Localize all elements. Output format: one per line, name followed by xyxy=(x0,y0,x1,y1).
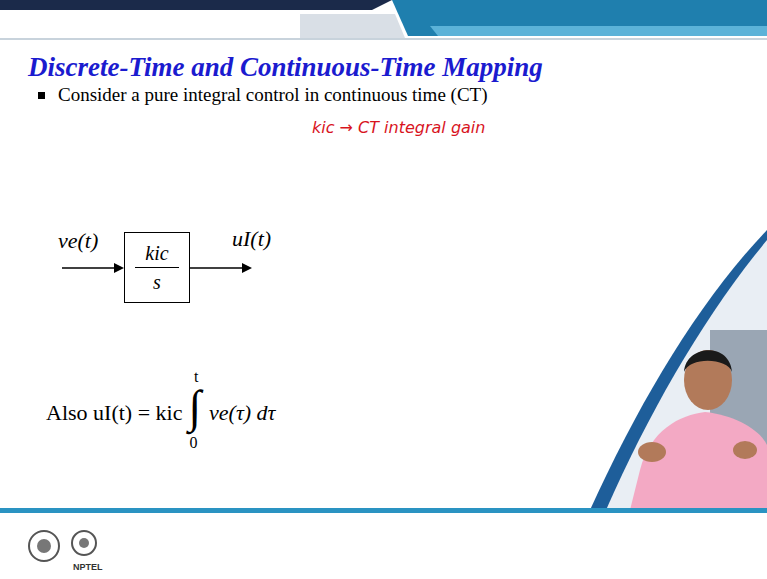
bullet-text: Consider a pure integral control in cont… xyxy=(58,84,488,106)
signal-name: ve(t) xyxy=(58,228,98,254)
presenter-hand xyxy=(638,442,666,462)
box-text: kic xyxy=(145,242,168,264)
header-light-band xyxy=(430,26,767,36)
institute-logo xyxy=(37,539,51,553)
presenter-hair xyxy=(684,350,732,372)
header-blue-band xyxy=(392,0,767,36)
integral-limit: 0 xyxy=(189,434,197,452)
handwritten-note: kic → CT integral gain xyxy=(312,118,485,137)
header-light-strip xyxy=(300,14,405,38)
logo-caption: NPTEL xyxy=(73,562,103,572)
nptel-logo xyxy=(79,538,89,548)
input-arrow xyxy=(62,267,116,269)
equation-text: ve(τ) dτ xyxy=(209,400,275,426)
presenter-shirt xyxy=(630,412,767,510)
footer-rule xyxy=(0,508,767,513)
video-ground xyxy=(606,240,767,510)
header-dark-bar xyxy=(0,0,392,10)
transfer-function-box: kic s xyxy=(124,232,190,303)
input-arrowhead xyxy=(114,263,124,273)
nptel-logo xyxy=(72,531,96,555)
integral-limit: t xyxy=(194,368,198,386)
header-rule xyxy=(0,38,767,40)
integral-sign: ∫ xyxy=(188,384,201,430)
bullet-mark xyxy=(38,92,45,99)
slide-title: Discrete-Time and Continuous-Time Mappin… xyxy=(28,52,543,83)
box-text: s xyxy=(153,271,161,293)
equation-text: Also uI(t) = kic xyxy=(46,400,182,426)
fraction-bar xyxy=(135,267,180,268)
footer-ground xyxy=(0,513,767,579)
output-arrowhead xyxy=(242,263,252,273)
presenter-head xyxy=(684,350,732,410)
institute-logo xyxy=(29,531,59,561)
corner-curve xyxy=(590,230,767,510)
signal-name: uI(t) xyxy=(232,226,271,252)
presenter-hand xyxy=(733,441,757,459)
output-arrow xyxy=(190,267,244,269)
